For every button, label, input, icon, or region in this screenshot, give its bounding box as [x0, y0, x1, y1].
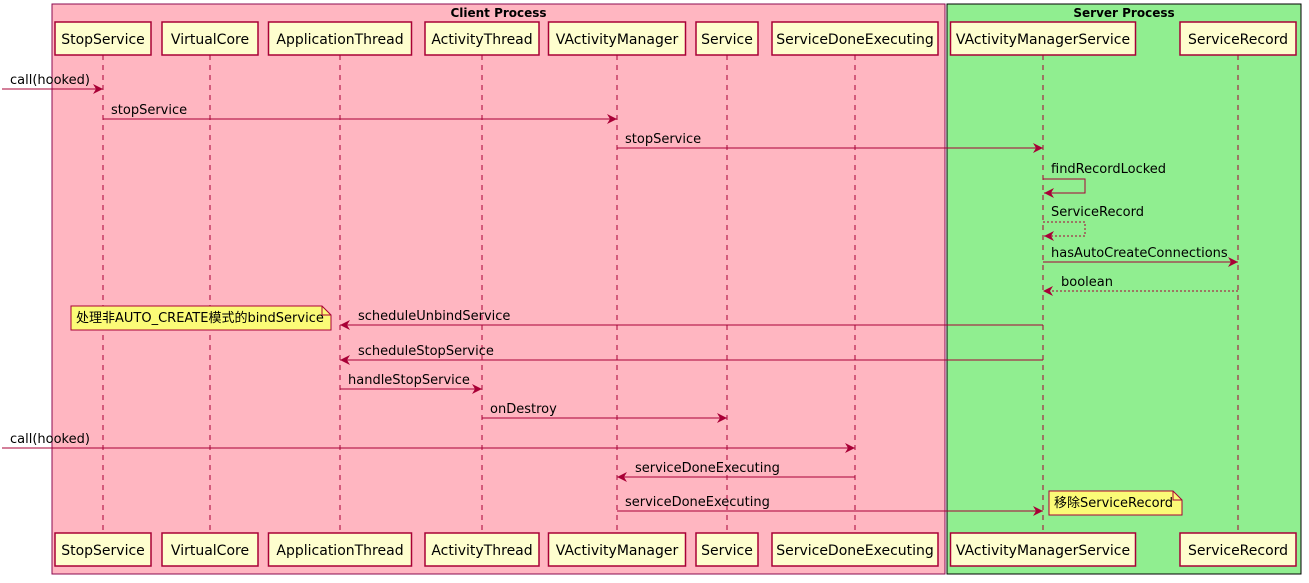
participant-box: [547, 532, 687, 567]
message-label: boolean: [1061, 275, 1113, 290]
message-handle-stop-service: handleStopService: [340, 373, 482, 394]
message-label: stopService: [111, 103, 187, 118]
participant-box: [267, 21, 413, 56]
participant-service-record-top: ServiceRecord: [1179, 21, 1297, 56]
message-call-hooked: call(hooked): [2, 73, 103, 94]
message-has-auto-create-connections: hasAutoCreateConnections: [1043, 246, 1238, 267]
participant-label: ServiceDoneExecuting: [776, 543, 934, 559]
participant-box: [54, 532, 152, 567]
note-text: 移除ServiceRecord: [1054, 496, 1173, 511]
participant-label: StopService: [61, 32, 145, 48]
participant-label: VirtualCore: [171, 543, 249, 559]
participant-label: Service: [701, 543, 753, 559]
message-label: onDestroy: [490, 402, 557, 417]
participant-label: VActivityManagerService: [956, 32, 1130, 48]
message-arrow: [1043, 178, 1086, 198]
note-body: [1048, 490, 1183, 516]
participant-stop-service-top: StopService: [54, 21, 152, 56]
message-label: serviceDoneExecuting: [625, 495, 770, 510]
participant-label: VActivityManager: [556, 543, 679, 559]
participant-label: ServiceDoneExecuting: [776, 32, 934, 48]
participant-vactivity-manager-top: VActivityManager: [547, 21, 687, 56]
client-process-group: Client Process: [51, 3, 946, 575]
message-call-hooked: call(hooked): [2, 432, 855, 453]
participant-box: [949, 21, 1137, 56]
message-label: ServiceRecord: [1051, 205, 1144, 220]
message-stop-service: stopService: [617, 132, 1043, 153]
server-process-group: Server Process: [946, 3, 1302, 575]
participant-application-thread-top: ApplicationThread: [267, 21, 413, 56]
participant-box: [1179, 21, 1297, 56]
message-service-record: ServiceRecord: [1043, 205, 1144, 241]
message-schedule-unbind-service: scheduleUnbindService: [340, 309, 1043, 330]
message-label: findRecordLocked: [1051, 162, 1166, 177]
note: 处理非AUTO_CREATE模式的bindService: [70, 305, 332, 331]
participant-stop-service-bottom: StopService: [54, 532, 152, 567]
participant-box: [424, 21, 540, 56]
participant-label: ActivityThread: [431, 32, 532, 48]
participant-box: [54, 21, 152, 56]
participant-label: ServiceRecord: [1188, 543, 1288, 559]
message-schedule-stop-service: scheduleStopService: [340, 344, 1043, 365]
participant-label: ActivityThread: [431, 543, 532, 559]
participant-virtual-core-top: VirtualCore: [161, 21, 259, 56]
participant-vactivity-manager-bottom: VActivityManager: [547, 532, 687, 567]
message-label: handleStopService: [348, 373, 470, 388]
message-label: call(hooked): [10, 73, 90, 88]
participant-box: [161, 21, 259, 56]
participant-box: [1179, 532, 1297, 567]
note-body: [70, 305, 332, 331]
participant-label: ServiceRecord: [1188, 32, 1288, 48]
server-process-title: Server Process: [1073, 6, 1174, 20]
message-boolean: boolean: [1043, 275, 1238, 296]
message-arrow: [1043, 221, 1086, 241]
message-find-record-locked: findRecordLocked: [1043, 162, 1166, 198]
participant-service-done-executing-top: ServiceDoneExecuting: [771, 21, 939, 56]
participant-label: StopService: [61, 543, 145, 559]
participant-label: VActivityManagerService: [956, 543, 1130, 559]
participant-service-record-bottom: ServiceRecord: [1179, 532, 1297, 567]
participant-virtual-core-bottom: VirtualCore: [161, 532, 259, 567]
participant-label: ApplicationThread: [276, 32, 403, 48]
participant-label: VirtualCore: [171, 32, 249, 48]
participant-box: [771, 21, 939, 56]
participant-vactivity-manager-service-bottom: VActivityManagerService: [949, 532, 1137, 567]
message-service-done-executing: serviceDoneExecuting: [617, 461, 855, 482]
note: 移除ServiceRecord: [1048, 490, 1183, 516]
participant-box: [267, 532, 413, 567]
participant-box: [695, 532, 759, 567]
message-label: serviceDoneExecuting: [635, 461, 780, 476]
participant-box: [949, 532, 1137, 567]
participant-box: [424, 532, 540, 567]
participant-activity-thread-top: ActivityThread: [424, 21, 540, 56]
participant-service-bottom: Service: [695, 532, 759, 567]
message-label: scheduleUnbindService: [358, 309, 510, 324]
note-fold: [321, 306, 331, 316]
participant-service-top: Service: [695, 21, 759, 56]
message-label: call(hooked): [10, 432, 90, 447]
participant-service-done-executing-bottom: ServiceDoneExecuting: [771, 532, 939, 567]
participant-box: [771, 532, 939, 567]
participant-vactivity-manager-service-top: VActivityManagerService: [949, 21, 1137, 56]
participant-box: [547, 21, 687, 56]
participant-box: [695, 21, 759, 56]
message-on-destroy: onDestroy: [482, 402, 727, 423]
participant-label: ApplicationThread: [276, 543, 403, 559]
participant-label: VActivityManager: [556, 32, 679, 48]
participant-activity-thread-bottom: ActivityThread: [424, 532, 540, 567]
participant-application-thread-bottom: ApplicationThread: [267, 532, 413, 567]
message-label: stopService: [625, 132, 701, 147]
participant-label: Service: [701, 32, 753, 48]
message-stop-service: stopService: [103, 103, 617, 124]
participant-box: [161, 532, 259, 567]
note-text: 处理非AUTO_CREATE模式的bindService: [76, 310, 324, 326]
client-process-title: Client Process: [450, 6, 546, 20]
message-label: scheduleStopService: [358, 344, 494, 359]
note-fold: [1172, 491, 1182, 501]
message-service-done-executing: serviceDoneExecuting: [617, 495, 1043, 516]
message-label: hasAutoCreateConnections: [1051, 246, 1228, 261]
